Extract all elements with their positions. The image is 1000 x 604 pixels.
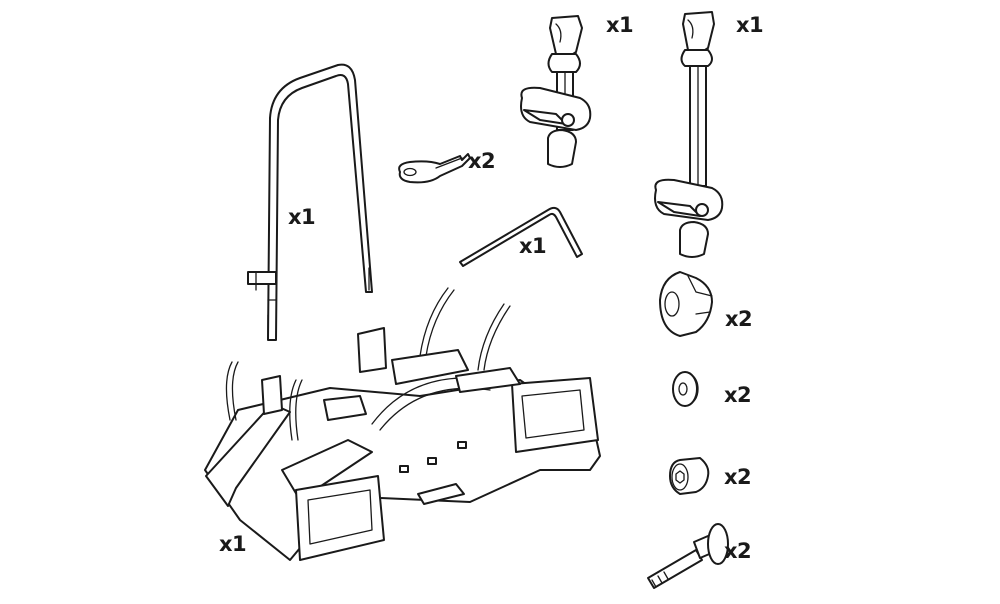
short-bike-arm-quantity: x1 xyxy=(606,13,634,37)
short-bike-arm-part xyxy=(520,15,592,168)
key-quantity: x2 xyxy=(468,149,496,173)
frame-bar-part xyxy=(247,63,373,341)
spacer-part xyxy=(669,457,710,495)
knob-part xyxy=(659,271,713,337)
carrier-quantity: x1 xyxy=(219,532,247,556)
washer-part xyxy=(672,371,699,407)
washer-quantity: x2 xyxy=(724,383,752,407)
key-part xyxy=(398,153,471,184)
knob-quantity: x2 xyxy=(725,307,753,331)
bolt-part xyxy=(647,523,729,589)
long-bike-arm-quantity: x1 xyxy=(736,13,764,37)
spacer-quantity: x2 xyxy=(724,465,752,489)
hex-key-part xyxy=(459,206,583,267)
frame-bar-quantity: x1 xyxy=(288,205,316,229)
bolt-quantity: x2 xyxy=(724,539,752,563)
long-bike-arm-part xyxy=(654,11,724,258)
carrier-part xyxy=(204,287,601,561)
hex-key-quantity: x1 xyxy=(519,234,547,258)
